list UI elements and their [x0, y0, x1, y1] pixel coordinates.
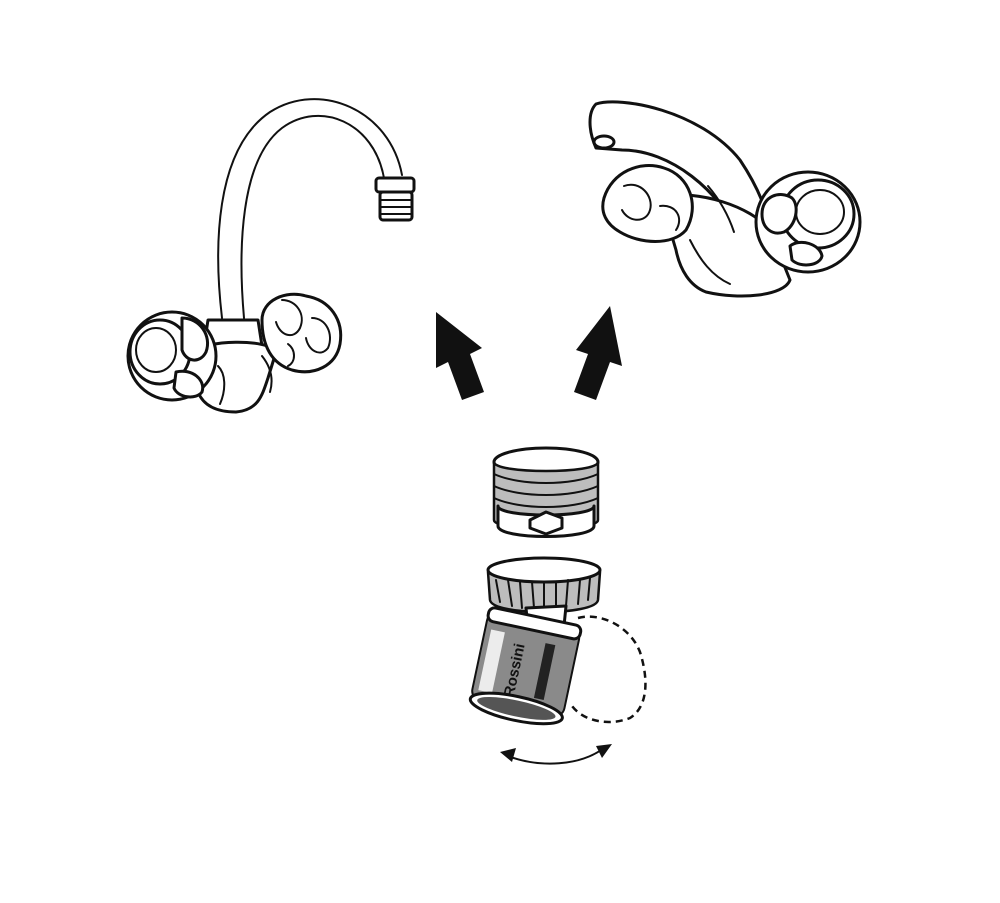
arrow-to-right-faucet-icon — [574, 306, 622, 400]
swivel-aerator-illustration: Rossini — [468, 556, 647, 765]
thread-adapter-illustration — [492, 446, 600, 538]
arrow-to-left-faucet-icon — [436, 312, 484, 400]
swan-neck-faucet-illustration — [126, 98, 416, 414]
short-spout-faucet-illustration — [588, 100, 862, 298]
